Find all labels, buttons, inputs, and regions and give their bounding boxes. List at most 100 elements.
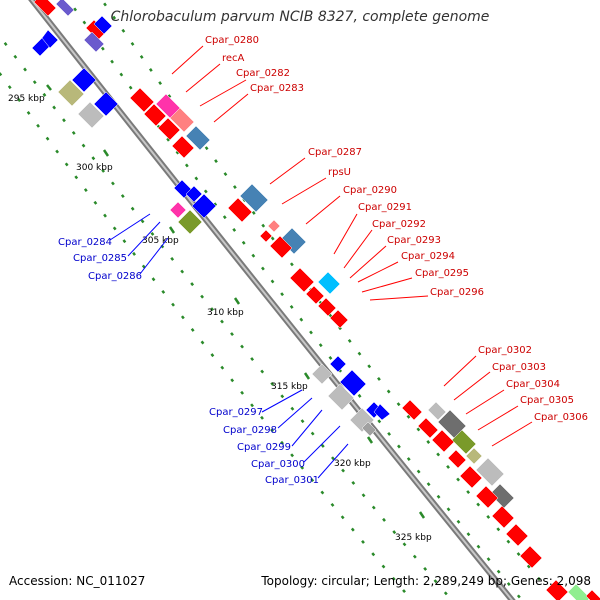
gene-label[interactable]: recA	[222, 53, 245, 64]
forward-gene	[431, 429, 455, 453]
scale-label: 325 kbp	[395, 533, 432, 543]
forward-gene	[491, 505, 515, 529]
guide-ring-inner-1	[0, 34, 454, 600]
tick-315	[303, 372, 311, 380]
gene-label[interactable]: Cpar_0283	[250, 83, 304, 94]
forward-gene	[317, 271, 341, 295]
reverse-gene	[339, 369, 367, 397]
forward-gene	[505, 523, 529, 547]
gene-label[interactable]: Cpar_0299	[237, 442, 291, 453]
reverse-gene	[57, 79, 85, 107]
forward-gene	[157, 117, 181, 141]
forward-labels: Cpar_0280 recA Cpar_0282 Cpar_0283 Cpar_…	[205, 35, 588, 423]
reverse-gene	[169, 201, 187, 219]
forward-gene	[143, 103, 167, 127]
scale-label: 305 kbp	[142, 236, 179, 246]
gene-label[interactable]: Cpar_0295	[415, 268, 469, 279]
forward-gene	[401, 399, 423, 421]
gene-label[interactable]: rpsU	[328, 167, 351, 178]
forward-gene	[519, 545, 543, 569]
reverse-gene	[177, 209, 203, 235]
gene-label[interactable]: Cpar_0296	[430, 287, 484, 298]
reverse-gene	[361, 421, 377, 437]
reverse-labels: Cpar_0284 Cpar_0285 Cpar_0286 Cpar_0297 …	[58, 237, 319, 486]
accession-text: Accession: NC_011027	[9, 574, 146, 588]
forward-gene	[83, 31, 105, 53]
gene-label[interactable]: Cpar_0294	[401, 251, 455, 262]
forward-gene	[427, 401, 447, 421]
gene-label[interactable]: Cpar_0293	[387, 235, 441, 246]
reverse-gene	[185, 185, 203, 203]
gene-label[interactable]: Cpar_0298	[223, 425, 277, 436]
reverse-gene	[311, 363, 333, 385]
gene-label[interactable]: Cpar_0291	[358, 202, 412, 213]
scale-label: 310 kbp	[207, 308, 244, 318]
tick-310	[233, 297, 241, 305]
forward-gene	[465, 447, 483, 465]
forward-gene	[447, 449, 467, 469]
gene-label[interactable]: Cpar_0303	[492, 362, 546, 373]
forward-gene	[239, 183, 269, 213]
scale-label: 300 kbp	[76, 163, 113, 173]
gene-label[interactable]: Cpar_0290	[343, 185, 397, 196]
forward-label-lines	[171, 45, 533, 447]
forward-gene	[585, 589, 600, 600]
map-title: Chlorobaculum parvum NCIB 8327, complete…	[110, 9, 490, 25]
gene-label[interactable]: Cpar_0286	[88, 271, 142, 282]
forward-gene	[305, 285, 325, 305]
forward-gene	[317, 297, 337, 317]
forward-gene	[267, 219, 281, 233]
gene-label[interactable]: Cpar_0287	[308, 147, 362, 158]
forward-gene	[269, 235, 293, 259]
forward-gene	[489, 483, 515, 509]
forward-gene	[129, 87, 155, 113]
gene-label[interactable]: Cpar_0302	[478, 345, 532, 356]
forward-gene	[459, 465, 483, 489]
gene-label[interactable]: Cpar_0304	[506, 379, 560, 390]
reverse-gene	[329, 355, 347, 373]
forward-gene	[227, 197, 253, 223]
forward-gene	[475, 457, 505, 487]
forward-gene	[169, 107, 195, 133]
scale-label: 315 kbp	[271, 382, 308, 392]
tick-305	[168, 226, 176, 234]
gene-label[interactable]: Cpar_0280	[205, 35, 259, 46]
reverse-gene	[327, 383, 355, 411]
gene-label[interactable]: Cpar_0300	[251, 459, 305, 470]
reverse-gene	[77, 101, 105, 129]
gene-label[interactable]: Cpar_0285	[73, 253, 127, 264]
forward-gene	[93, 15, 113, 35]
tick-300	[102, 149, 110, 157]
reverse-gene	[93, 91, 119, 117]
gene-label[interactable]: Cpar_0305	[520, 395, 574, 406]
reverse-gene	[71, 67, 97, 93]
scale-label: 320 kbp	[334, 459, 371, 469]
forward-gene	[451, 429, 477, 455]
forward-gene	[437, 409, 467, 439]
forward-gene	[171, 135, 195, 159]
forward-gene	[475, 485, 499, 509]
gene-label[interactable]: Cpar_0284	[58, 237, 112, 248]
scale-label: 295 kbp	[8, 94, 45, 104]
forward-gene	[55, 0, 75, 17]
guide-ring-outer-2	[100, 0, 559, 600]
reverse-genes	[31, 29, 391, 437]
forward-gene	[185, 125, 211, 151]
forward-gene	[259, 229, 273, 243]
forward-genes	[33, 0, 600, 600]
scale-labels: 295 kbp 300 kbp 305 kbp 310 kbp 315 kbp …	[8, 94, 432, 543]
gene-label[interactable]: Cpar_0282	[236, 68, 290, 79]
forward-gene	[329, 309, 349, 329]
gene-label[interactable]: Cpar_0301	[265, 475, 319, 486]
tick-325	[418, 511, 426, 519]
reverse-gene	[41, 29, 59, 49]
tick-295	[46, 84, 52, 91]
forward-gene	[289, 267, 315, 293]
reverse-label-lines	[109, 213, 349, 479]
gene-label[interactable]: Cpar_0292	[372, 219, 426, 230]
reverse-gene	[191, 193, 217, 219]
tick-320	[366, 436, 374, 444]
gene-label[interactable]: Cpar_0297	[209, 407, 263, 418]
gene-label[interactable]: Cpar_0306	[534, 412, 588, 423]
